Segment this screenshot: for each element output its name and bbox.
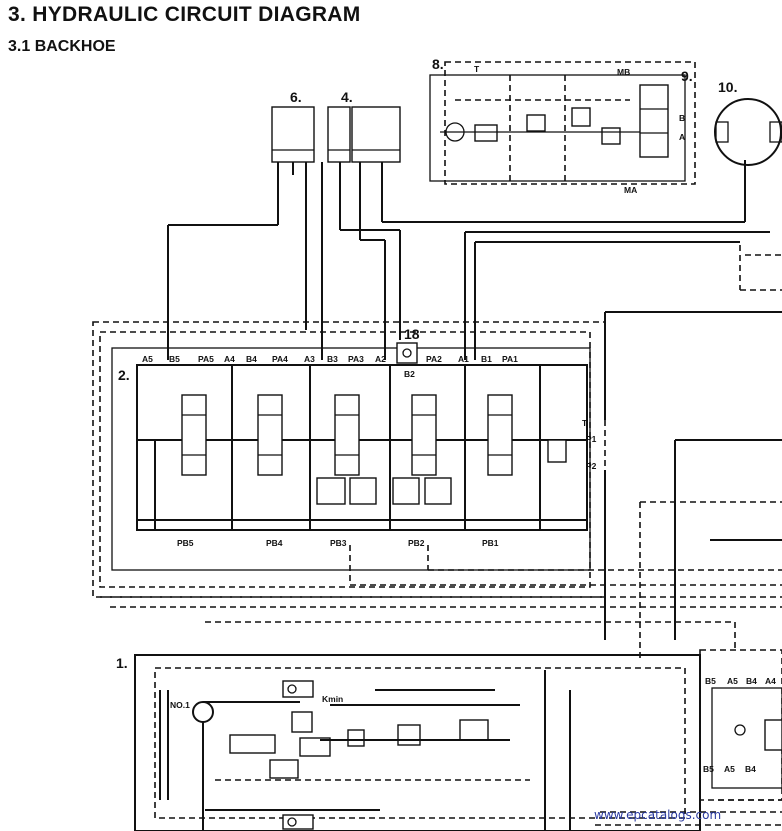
right-valve-block <box>595 649 782 826</box>
port-label: PB3 <box>330 538 347 548</box>
valve-top-ports: A5 B5 PA5 A4 B4 PA4 A3 B3 PA3 A2 PA2 A1 … <box>142 354 518 364</box>
port-label: A2 <box>375 354 386 364</box>
component-label-9: 9. <box>681 68 693 84</box>
pump-no1-label: NO.1 <box>170 700 190 710</box>
port-label: PA4 <box>272 354 288 364</box>
port-p1-label: P1 <box>586 434 597 444</box>
component-label-2: 2. <box>118 367 130 383</box>
port-label: A3 <box>304 354 315 364</box>
port-b-label: B <box>679 113 685 123</box>
port-b2-label: B2 <box>404 369 415 379</box>
port-a-label: A <box>679 132 685 142</box>
port-label: A1 <box>458 354 469 364</box>
port-label: PB1 <box>482 538 499 548</box>
port-mb-label: MB <box>617 67 630 77</box>
swing-motor-10 <box>714 98 782 166</box>
swing-t-label: T <box>474 64 480 74</box>
port-label: A4 <box>224 354 235 364</box>
spool-2 <box>411 394 437 476</box>
kmin-label: Kmin <box>322 694 343 704</box>
valve-bottom-ports: PB5 PB4 PB3 PB2 PB1 <box>177 538 499 548</box>
component-label-8: 8. <box>432 56 444 72</box>
port-label: B4 <box>746 676 757 686</box>
section-title: 3.1 BACKHOE <box>8 38 116 55</box>
cylinder-4b <box>351 106 401 163</box>
port-label: B5 <box>169 354 180 364</box>
control-valve-2 <box>92 321 606 598</box>
port-label: A5 <box>724 764 735 774</box>
component-label-6: 6. <box>290 89 302 105</box>
cylinder-6 <box>271 106 315 175</box>
spool-5 <box>181 394 207 476</box>
right-block-top-ports: B5 A5 B4 A4 <box>705 676 776 686</box>
valve-spools <box>181 394 567 505</box>
port-label: B4 <box>745 764 756 774</box>
swing-valve-9 <box>639 84 669 158</box>
port-label: B4 <box>246 354 257 364</box>
port-label: A4 <box>765 676 776 686</box>
check-valve-18 <box>396 342 418 364</box>
port-label: PA3 <box>348 354 364 364</box>
pilot-lines <box>100 311 782 660</box>
port-label: PB2 <box>408 538 425 548</box>
port-label: PA1 <box>502 354 518 364</box>
port-label: B5 <box>705 676 716 686</box>
port-label: PA2 <box>426 354 442 364</box>
spool-3 <box>334 394 360 476</box>
component-label-4: 4. <box>341 89 353 105</box>
port-label: PA5 <box>198 354 214 364</box>
port-label: A5 <box>142 354 153 364</box>
spool-4 <box>257 394 283 476</box>
port-t-label: T <box>582 418 588 428</box>
watermark: www.epcatalogs.com <box>594 808 721 822</box>
right-block-bottom-ports: B5 A5 B4 <box>703 764 756 774</box>
spool-1 <box>487 394 513 476</box>
port-label: B5 <box>703 764 714 774</box>
component-label-18: 18 <box>404 326 420 342</box>
port-label: B3 <box>327 354 338 364</box>
port-label: A5 <box>727 676 738 686</box>
port-label: B1 <box>481 354 492 364</box>
port-label: PB4 <box>266 538 283 548</box>
cylinder-lines <box>167 160 782 360</box>
pump-block-1 <box>134 654 701 831</box>
page-title: 3. HYDRAULIC CIRCUIT DIAGRAM <box>8 3 361 26</box>
port-label: PB5 <box>177 538 194 548</box>
port-p2-label: P2 <box>586 461 597 471</box>
port-ma-label: MA <box>624 185 637 195</box>
component-label-1: 1. <box>116 655 128 671</box>
cylinder-4a <box>327 106 351 163</box>
swing-motor-block-8 <box>429 61 696 185</box>
component-label-10: 10. <box>718 79 737 95</box>
